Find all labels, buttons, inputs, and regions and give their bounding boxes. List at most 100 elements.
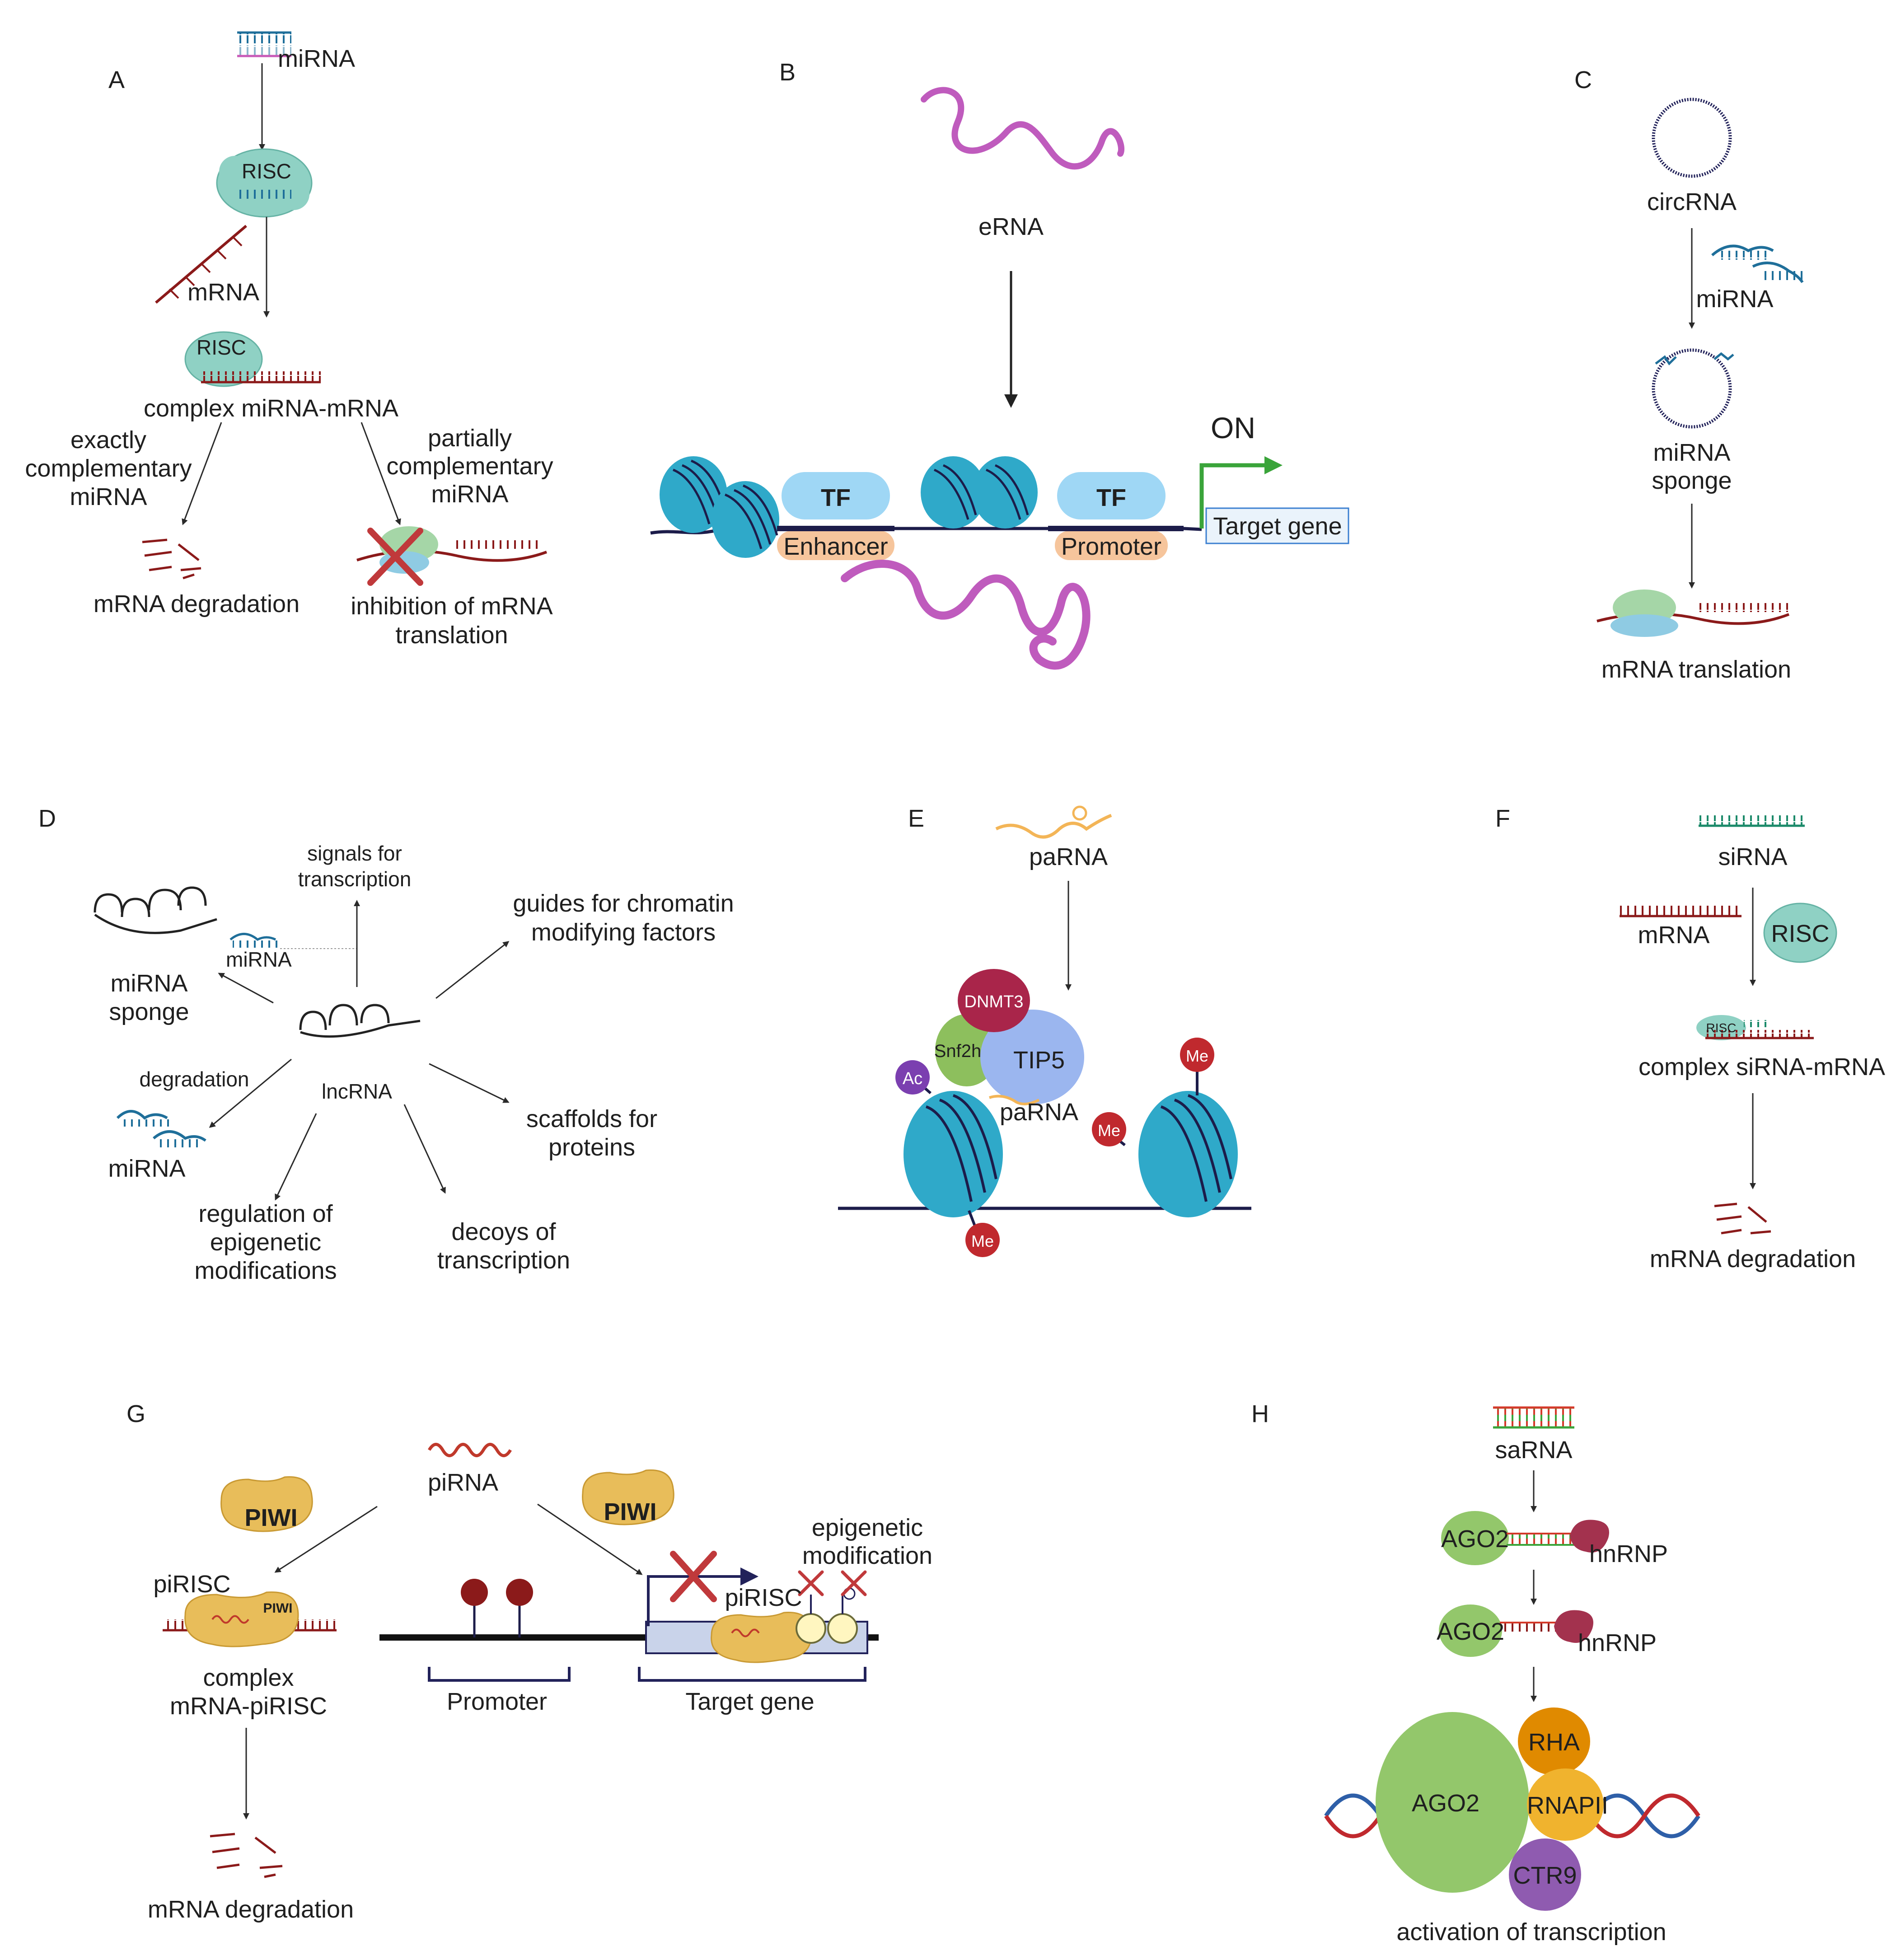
panel-f-risc-small-label: RISC (1706, 1021, 1737, 1035)
panel-d-signals-line1: signals for (307, 842, 402, 865)
panel-a-complex-label: complex miRNA-mRNA (144, 395, 398, 422)
ago2-protein-icon (1439, 1604, 1502, 1657)
cross-icon (798, 1570, 867, 1596)
panel-h-rnapii-label: RNAPII (1527, 1792, 1608, 1819)
panel-f-mrna-label: mRNA (1638, 922, 1710, 949)
panel-f-risc-label: RISC (1771, 920, 1829, 947)
panel-g-degradation-label: mRNA degradation (148, 1896, 354, 1923)
panel-a-exact-line3: miRNA (70, 483, 147, 510)
pirisc-bound-icon (711, 1587, 858, 1663)
panel-b-promoter-label: Promoter (1061, 533, 1161, 560)
lncrna-sponge-icon (94, 886, 217, 934)
hnrnp-protein-icon (1570, 1520, 1609, 1553)
arrow-to-decoys (403, 1104, 446, 1194)
panel-c-circrna-label: circRNA (1647, 188, 1737, 215)
panel-g-target-label: Target gene (685, 1688, 814, 1715)
panel-b-target-label: Target gene (1213, 513, 1342, 540)
panel-b-erna-label: eRNA (978, 213, 1044, 240)
arrow-to-guides (435, 941, 510, 999)
methyl-mark-icon (1180, 1038, 1214, 1072)
acetyl-mark-icon (895, 1060, 930, 1095)
panel-h-activation-label: activation of transcription (1396, 1918, 1666, 1946)
cross-icon (367, 528, 423, 586)
panel-b-tf1-label: TF (821, 484, 851, 511)
arrow-to-inhibition (360, 422, 401, 525)
panel-c-mirna-label: miRNA (1696, 285, 1774, 313)
panel-a-inhibition-line1: inhibition of mRNA (351, 593, 552, 620)
panel-d: D signals for transcription guides for c… (38, 805, 734, 1284)
transcription-arrow-icon (647, 1567, 758, 1626)
panel-b-tf2-label: TF (1096, 484, 1126, 511)
panel-e: E paRNA Ac Me Me Me Snf2 (838, 805, 1251, 1257)
ctr9-protein-icon (1509, 1838, 1581, 1911)
panel-h-ago2-big-label: AGO2 (1412, 1790, 1479, 1817)
panel-d-mirna-label: miRNA (108, 1155, 186, 1182)
panel-f-degradation-label: mRNA degradation (1650, 1245, 1856, 1272)
panel-b: B eRNA TF (650, 59, 1349, 670)
panel-a-mrna-label: mRNA (187, 279, 259, 306)
panel-g-epigenetic-line1: epigenetic (812, 1514, 923, 1541)
panel-d-regulation-line2: epigenetic (210, 1229, 321, 1256)
panel-d-signals-line2: transcription (298, 867, 412, 891)
panel-d-scaffolds-line2: proteins (548, 1134, 635, 1161)
panel-a-exact-line1: exactly (70, 426, 146, 454)
panel-h: H saRNA AGO2 hnRNP AGO2 hnRNP AGO2 RHA (1251, 1400, 1700, 1946)
panel-a: A miRNA RISC mRNA (25, 31, 553, 649)
panel-h-sarna-label: saRNA (1495, 1436, 1572, 1464)
panel-e-me-label-2: Me (1098, 1121, 1120, 1140)
panel-g-letter: G (126, 1400, 145, 1427)
panel-a-letter: A (108, 66, 125, 94)
mrna-fragments-icon (210, 1833, 283, 1878)
mirna-icon (1711, 244, 1804, 283)
sirna-icon (1699, 815, 1805, 825)
mrna-fragments-icon (142, 538, 201, 580)
ribosome-translating-icon (1596, 589, 1790, 637)
piwi-protein-icon (220, 1476, 313, 1532)
panel-d-scaffolds-line1: scaffolds for (526, 1105, 657, 1132)
ago2-large-protein-icon (1376, 1712, 1529, 1893)
sarna-icon (1493, 1408, 1574, 1427)
on-arrow-icon (1199, 456, 1283, 529)
panel-b-on-label: ON (1211, 411, 1255, 444)
panel-b-enhancer-label: Enhancer (783, 533, 888, 560)
methyl-mark-icon (965, 1223, 1000, 1257)
panel-c-letter: C (1574, 66, 1592, 94)
erna-bound-icon (841, 560, 1091, 670)
panel-e-parna2-label: paRNA (1000, 1099, 1078, 1126)
panel-h-rha-label: RHA (1528, 1729, 1580, 1756)
arrow-to-regulation (275, 1113, 317, 1201)
sirna-mrna-complex-icon (1696, 1015, 1814, 1040)
panel-a-partial-line1: partially (428, 425, 512, 452)
arrow-to-degradation (209, 1058, 292, 1128)
hnrnp-protein-icon (1554, 1610, 1593, 1643)
dnmt3-protein-icon (958, 969, 1030, 1032)
panel-d-decoys-line1: decoys of (451, 1218, 556, 1245)
histone-icon (712, 481, 779, 558)
cross-icon (670, 1551, 717, 1602)
panel-g-piwi-small-label: PIWI (263, 1601, 293, 1616)
panel-f-complex-label: complex siRNA-mRNA (1639, 1053, 1885, 1081)
panel-c-sponge-line2: sponge (1652, 467, 1732, 494)
panel-g: G piRNA PIWI PIWI piRISC PIWI complex mR… (126, 1400, 932, 1923)
enhancer-box (777, 531, 894, 560)
promoter-box (1055, 531, 1168, 560)
panel-d-degradation-label: degradation (140, 1067, 249, 1091)
panel-a-exact-line2: complementary (25, 455, 192, 482)
mirna-sponge-circle-icon (1652, 348, 1734, 429)
histone-icon (973, 456, 1038, 529)
panel-d-decoys-line2: transcription (437, 1247, 570, 1274)
panel-d-lncrna-label: lncRNA (322, 1080, 392, 1103)
panel-h-hnrnp2-label: hnRNP (1578, 1629, 1657, 1656)
panel-a-degradation-label: mRNA degradation (94, 590, 300, 617)
panel-a-mirna-label: miRNA (278, 45, 355, 72)
panel-g-piwi1-label: PIWI (245, 1504, 298, 1531)
panel-d-mirna-small-label: miRNA (226, 948, 292, 971)
rha-protein-icon (1518, 1707, 1590, 1775)
panel-g-promoter-label: Promoter (447, 1688, 547, 1715)
panel-g-pirna-label: piRNA (428, 1469, 498, 1496)
tf-box-2 (1057, 472, 1166, 519)
tf-box-1 (782, 472, 890, 519)
parna-strand-icon (995, 814, 1112, 839)
